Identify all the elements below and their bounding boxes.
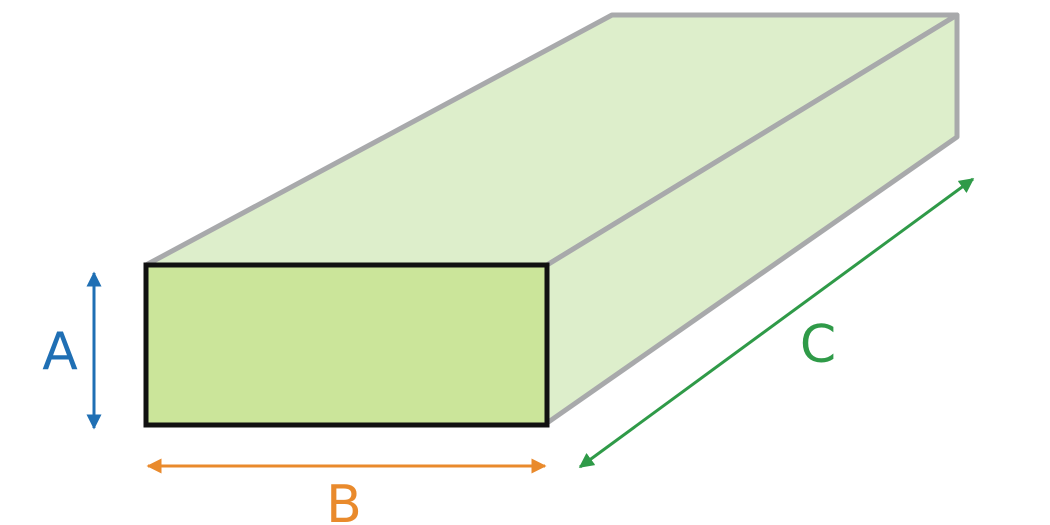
dimension-c-arrow xyxy=(578,177,975,469)
dimension-b-label: B xyxy=(326,475,362,525)
dimension-c-label: C xyxy=(800,315,836,375)
front-face xyxy=(143,262,550,428)
dimension-a-label: A xyxy=(42,322,78,382)
